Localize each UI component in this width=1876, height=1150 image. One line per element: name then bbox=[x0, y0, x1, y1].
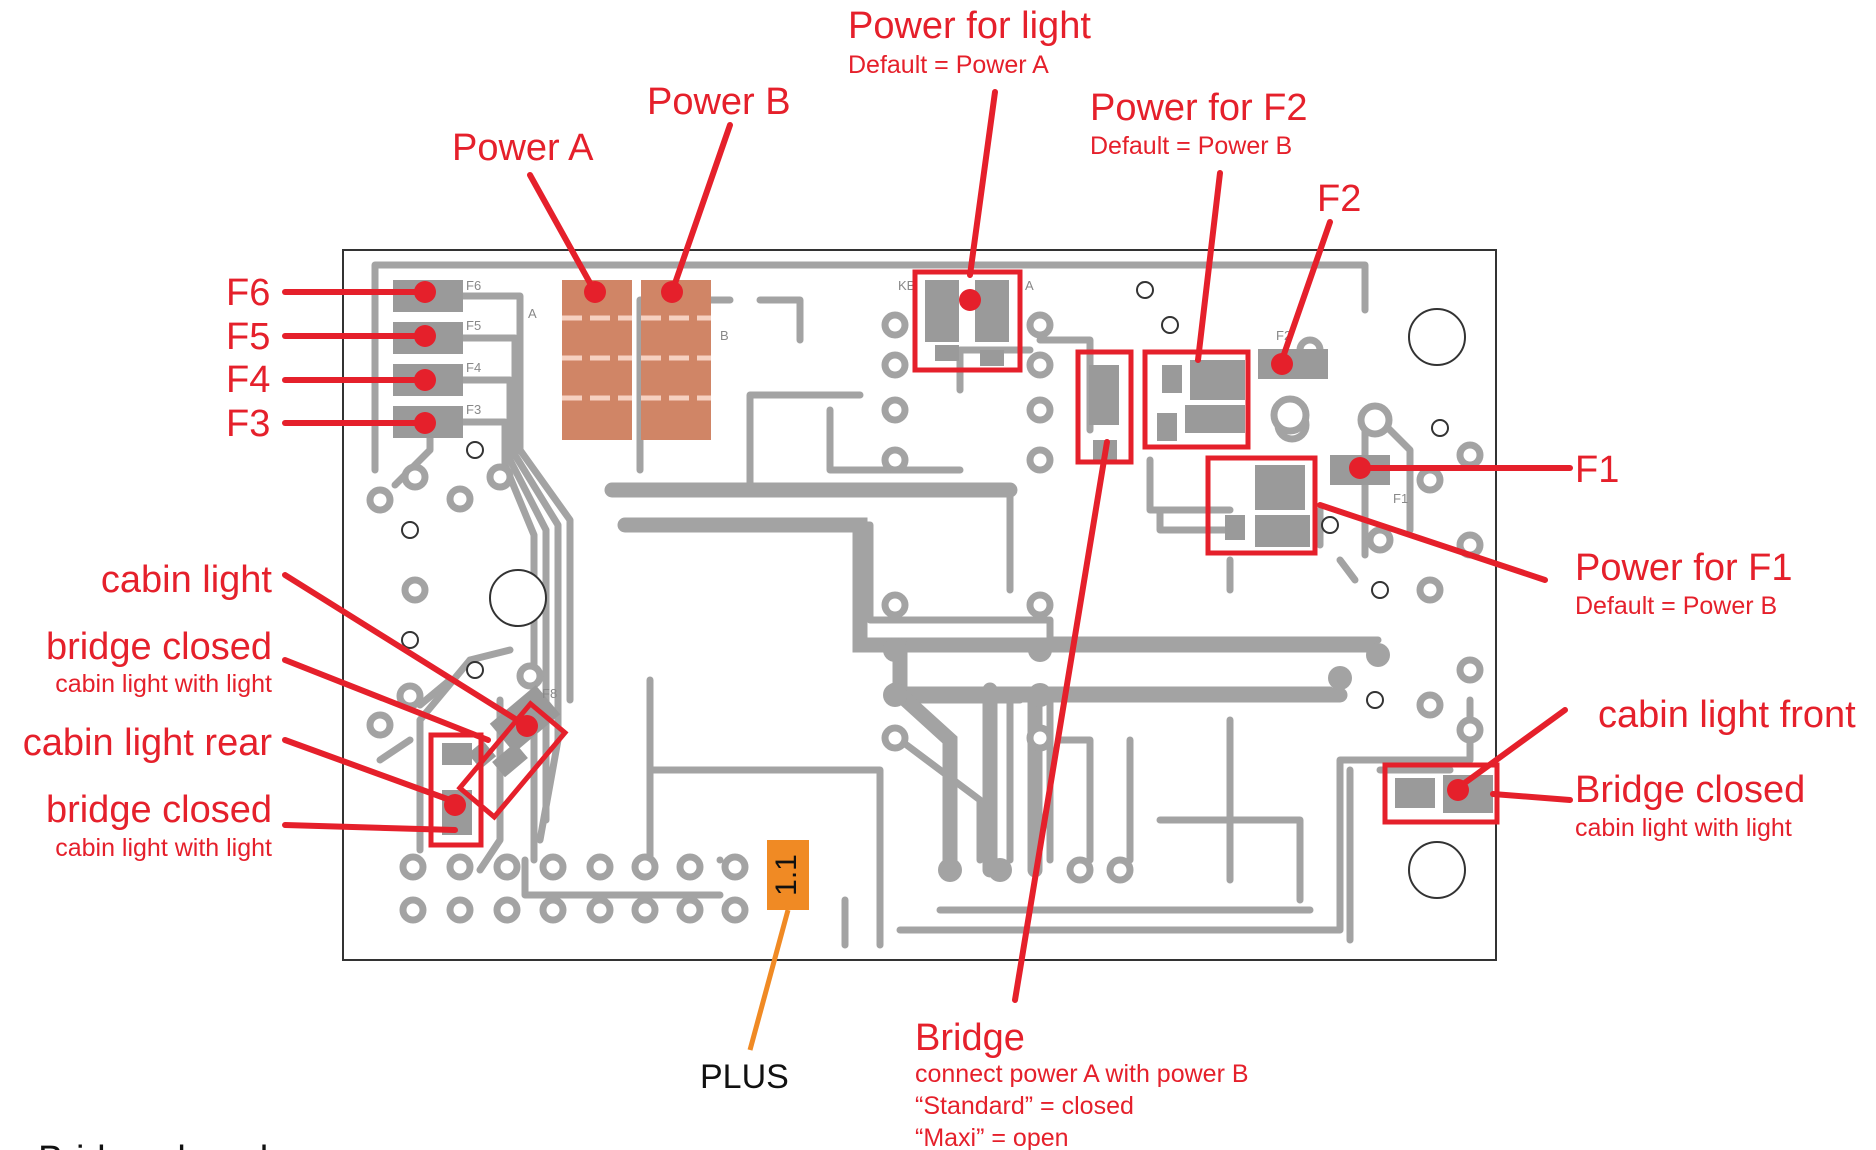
label-bridge-line1: connect power A with power B bbox=[915, 1060, 1249, 1088]
annotation-lines bbox=[282, 89, 1573, 1003]
pcb-mounting-holes bbox=[489, 308, 1466, 899]
label-plus: PLUS bbox=[700, 1058, 789, 1096]
silk-f1: F1 bbox=[1393, 491, 1408, 506]
silk-a: A bbox=[528, 306, 537, 321]
component-pads bbox=[442, 280, 1435, 835]
pcb-solid-vias bbox=[883, 638, 1390, 882]
label-power-f2-default: Default = Power B bbox=[1090, 132, 1292, 160]
silk-f3: F3 bbox=[466, 402, 481, 417]
silk-b: B bbox=[720, 328, 729, 343]
label-power-light: Power for light bbox=[848, 5, 1091, 47]
cabin-front-pad-small bbox=[1398, 782, 1418, 802]
label-bridge-line3: “Maxi” = open bbox=[915, 1124, 1069, 1150]
silk-f5: F5 bbox=[466, 318, 481, 333]
label-f5: F5 bbox=[226, 316, 270, 358]
label-f3: F3 bbox=[226, 403, 270, 445]
label-bridge-line2: “Standard” = closed bbox=[915, 1092, 1134, 1120]
plus-marker-text: 1.1 bbox=[770, 854, 803, 896]
label-cabin-light-front: cabin light front bbox=[1598, 694, 1856, 736]
label-bridge-closed-2: bridge closed bbox=[46, 789, 272, 831]
annotation-boxes bbox=[428, 269, 1500, 848]
label-bridge-closed-1: bridge closed bbox=[46, 626, 272, 668]
silk-f6: F6 bbox=[466, 278, 481, 293]
label-cabin-light: cabin light bbox=[101, 559, 273, 601]
silk-f4: F4 bbox=[466, 360, 481, 375]
silk-ka: A bbox=[1025, 278, 1034, 293]
plus-line bbox=[747, 909, 791, 1051]
label-power-f2: Power for F2 bbox=[1090, 87, 1308, 129]
f2-pad-hole bbox=[1270, 395, 1310, 435]
annotation-dots bbox=[414, 281, 1469, 816]
label-cabin-light-rear: cabin light rear bbox=[23, 722, 273, 764]
power-pad-dividers bbox=[562, 315, 711, 401]
label-bridge-closed-right-sub: cabin light with light bbox=[1575, 814, 1792, 842]
silk-kb: KB bbox=[898, 278, 915, 293]
silk-f8: F8 bbox=[542, 686, 557, 701]
label-power-f1: Power for F1 bbox=[1575, 547, 1793, 589]
label-f4: F4 bbox=[226, 359, 270, 401]
label-f6: F6 bbox=[226, 272, 270, 314]
plus-marker bbox=[767, 840, 809, 910]
label-bridge-closed-right: Bridge closed bbox=[1575, 769, 1805, 811]
label-f2: F2 bbox=[1317, 178, 1361, 220]
label-power-light-default: Default = Power A bbox=[848, 51, 1049, 79]
label-f1: F1 bbox=[1575, 449, 1619, 491]
label-power-a: Power A bbox=[452, 127, 594, 169]
label-power-f1-default: Default = Power B bbox=[1575, 592, 1777, 620]
label-bridge: Bridge bbox=[915, 1017, 1025, 1059]
label-bridge-closed-2-sub: cabin light with light bbox=[55, 834, 272, 862]
label-bottom-partial: Bridge closed bbox=[38, 1139, 268, 1150]
pcb-small-holes bbox=[401, 281, 1449, 709]
label-power-b: Power B bbox=[647, 81, 791, 123]
label-bridge-closed-1-sub: cabin light with light bbox=[55, 670, 272, 698]
